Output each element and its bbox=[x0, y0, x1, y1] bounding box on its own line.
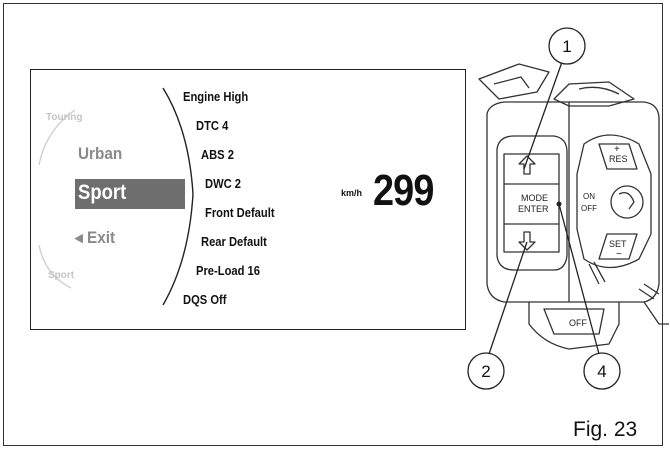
speed-readout: 299 bbox=[373, 166, 434, 215]
mode-exit: Exit bbox=[87, 228, 116, 247]
mode-button-dot bbox=[556, 201, 562, 207]
switch-off-label: OFF bbox=[569, 318, 587, 328]
off-label: OFF bbox=[581, 204, 597, 213]
menu-dtc: DTC 4 bbox=[196, 118, 229, 133]
menu-dwc: DWC 2 bbox=[205, 176, 242, 191]
plus-icon: + bbox=[614, 144, 620, 155]
figure-frame: Touring Urban Sport ◂ Exit Sport Engine … bbox=[3, 3, 669, 446]
exit-arrow-icon: ◂ bbox=[75, 228, 83, 247]
on-label: ON bbox=[583, 192, 595, 201]
res-label: RES bbox=[609, 154, 628, 164]
mode-urban: Urban bbox=[78, 144, 123, 163]
mode-touring-faded: Touring bbox=[46, 112, 83, 123]
handlebar-controller: MODE ENTER RES + ON OFF SET − OFF bbox=[478, 63, 669, 350]
set-label: SET bbox=[609, 239, 627, 249]
menu-preload: Pre-Load 16 bbox=[196, 263, 261, 278]
mode-sport-selected: Sport bbox=[78, 181, 127, 204]
dashboard-display: Touring Urban Sport ◂ Exit Sport Engine … bbox=[30, 69, 466, 330]
menu-engine: Engine High bbox=[183, 89, 249, 104]
speed-unit: km/h bbox=[341, 188, 363, 198]
menu-front-suspension: Front Default bbox=[205, 205, 275, 220]
selection-bar bbox=[75, 179, 185, 209]
figure-label: Fig. 23 bbox=[573, 418, 638, 441]
menu-arc bbox=[38, 87, 194, 306]
menu-dqs: DQS Off bbox=[183, 292, 227, 307]
minus-icon: − bbox=[616, 249, 622, 260]
mode-sport-faded: Sport bbox=[48, 270, 75, 281]
menu-rear-suspension: Rear Default bbox=[201, 234, 267, 249]
menu-abs: ABS 2 bbox=[201, 147, 234, 162]
enter-label: ENTER bbox=[518, 204, 549, 214]
mode-label: MODE bbox=[521, 193, 548, 203]
